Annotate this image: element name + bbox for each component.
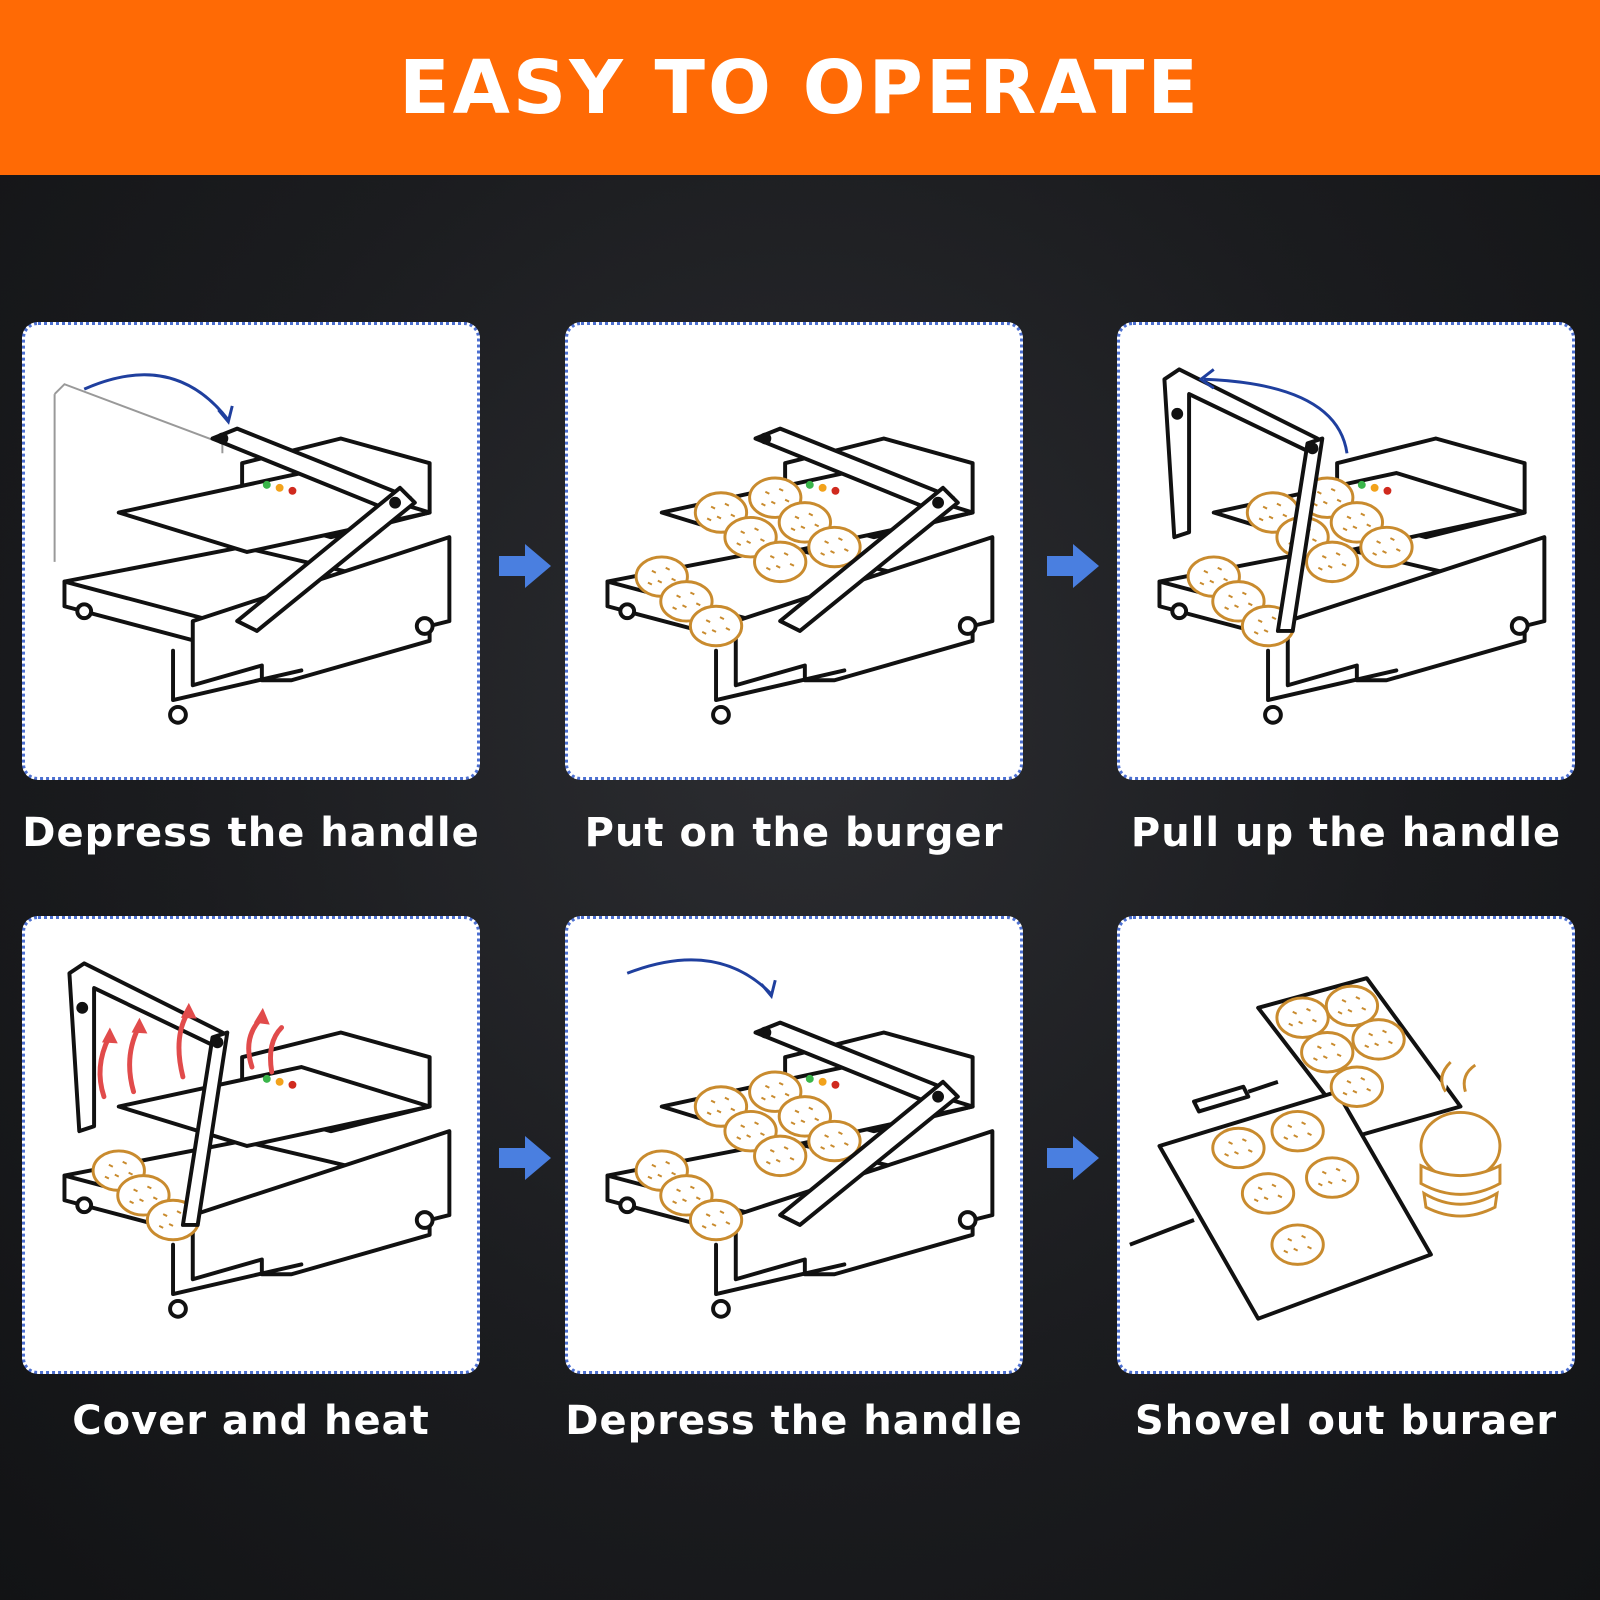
step-6-illustration xyxy=(1129,976,1502,1321)
step-2-card xyxy=(565,322,1023,780)
step-6-card xyxy=(1117,916,1575,1374)
step-3-card xyxy=(1117,322,1575,780)
step-5-illustration xyxy=(605,958,995,1319)
arrow-right-icon xyxy=(1045,1134,1101,1182)
arrow-right-icon xyxy=(1045,542,1101,590)
step-2-caption: Put on the burger xyxy=(584,810,1004,856)
step-3-illustration xyxy=(1157,367,1547,725)
step-4-illustration xyxy=(62,961,452,1319)
arrow-right-icon xyxy=(497,542,553,590)
step-3-caption: Pull up the handle xyxy=(1130,810,1562,856)
step-4-caption: Cover and heat xyxy=(72,1398,430,1444)
step-1-caption: Depress the handle xyxy=(22,810,480,856)
step-5-caption: Depress the handle xyxy=(565,1398,1023,1444)
arrow-right-icon xyxy=(497,1134,553,1182)
step-1-illustration xyxy=(53,373,452,725)
page-title: EASY TO OPERATE xyxy=(399,44,1201,131)
step-2-illustration xyxy=(605,426,995,725)
step-4-card xyxy=(22,916,480,1374)
step-6-caption: Shovel out buraer xyxy=(1134,1398,1558,1444)
step-1-card xyxy=(22,322,480,780)
step-5-card xyxy=(565,916,1023,1374)
header-banner: EASY TO OPERATE xyxy=(0,0,1600,175)
